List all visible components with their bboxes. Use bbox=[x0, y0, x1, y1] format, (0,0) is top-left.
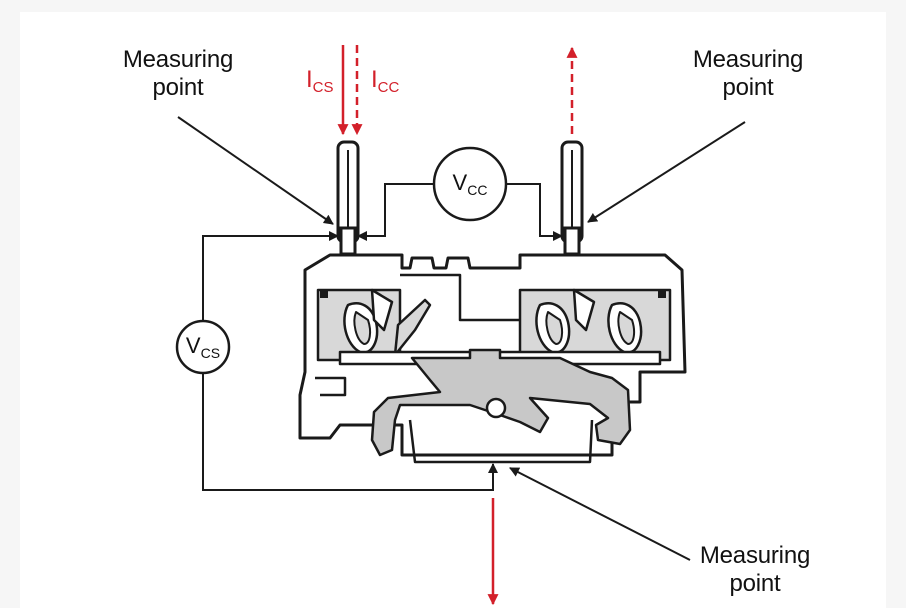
label-line-2: point bbox=[729, 570, 781, 597]
ics-sub: CS bbox=[312, 79, 334, 96]
label-line-1: Measuring bbox=[122, 46, 234, 73]
vcs-sub: CS bbox=[200, 345, 221, 361]
ics-main: I bbox=[306, 66, 313, 93]
icc-main: I bbox=[371, 66, 378, 93]
vcs-main: V bbox=[185, 333, 201, 358]
label-line-2: point bbox=[152, 74, 204, 101]
label-voltmeter-vcs: VCS bbox=[177, 333, 229, 361]
current-arrows bbox=[337, 45, 578, 606]
label-current-icc: ICC bbox=[371, 66, 399, 96]
conductor-right bbox=[560, 140, 584, 256]
voltmeter-cs-circle bbox=[175, 319, 231, 375]
voltmeter-cc-circle bbox=[432, 146, 508, 222]
measurement-wiring bbox=[177, 116, 746, 561]
label-line-1: Measuring bbox=[692, 46, 804, 73]
vcc-main: V bbox=[452, 170, 468, 195]
label-measuring-point-bottom: Measuring point bbox=[675, 542, 835, 598]
label-measuring-point-top-right: Measuring point bbox=[668, 46, 828, 102]
label-current-ics: ICS bbox=[306, 66, 334, 96]
conductor-left bbox=[336, 140, 360, 256]
label-voltmeter-vcc: VCC bbox=[434, 170, 506, 198]
label-line-2: point bbox=[722, 74, 774, 101]
label-measuring-point-top-left: Measuring point bbox=[98, 46, 258, 102]
terminal-block bbox=[298, 253, 687, 464]
vcc-sub: CC bbox=[467, 182, 488, 198]
label-line-1: Measuring bbox=[699, 542, 811, 569]
icc-sub: CC bbox=[377, 79, 400, 96]
